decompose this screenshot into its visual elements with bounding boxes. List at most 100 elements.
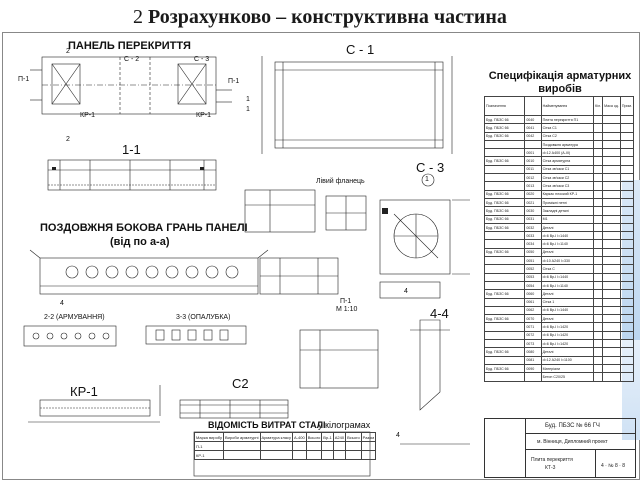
spec-cell (483, 164, 526, 175)
spec-cell: Деталі (540, 222, 595, 233)
spec-cell (593, 131, 604, 141)
spec-cell (619, 206, 635, 216)
spec-cell (593, 322, 604, 332)
spec-cell (593, 123, 604, 133)
spec-cell (593, 347, 604, 357)
mark: 1 (246, 106, 250, 113)
plan-note: Лівий фланець (316, 178, 365, 185)
spec-cell: Буд. ПБЗС 66 (483, 347, 526, 357)
bom-cell: КР-1 (193, 450, 225, 460)
spec-cell (602, 148, 621, 158)
spec-cell: Сітка арматурна (540, 156, 595, 166)
scale-label: М 1:10 (336, 306, 358, 313)
spec-cell (619, 181, 635, 191)
spec-cell: Буд. ПБЗС 66 (483, 214, 526, 224)
spec-cell (619, 247, 635, 258)
spec-cell (483, 305, 526, 316)
spec-row: Поздовжня арматура (483, 139, 635, 150)
spec-cell: Деталі (540, 289, 595, 299)
spec-cell (602, 123, 621, 133)
bom-cell (292, 450, 307, 460)
spec-cell (619, 139, 635, 150)
spec-cell: 0030 (524, 206, 542, 216)
spec-cell: 0001 (524, 148, 542, 158)
spec-cell: d=6 Вр-І l=1440 (540, 231, 595, 241)
spec-cell: 0013 (524, 181, 542, 191)
spec-cell: 0051 (524, 256, 542, 266)
mark: КР-1 (80, 112, 95, 119)
section-2-2-label: 2-2 (АРМУВАННЯ) (44, 314, 105, 321)
spec-cell (619, 363, 635, 374)
spec-cell (483, 322, 526, 332)
spec-cell (593, 164, 604, 175)
spec-cell (593, 355, 604, 365)
spec-cell (593, 247, 604, 258)
spec-cell: 0070 (524, 314, 542, 324)
spec-cell (619, 214, 635, 224)
bom-header-row: Марка виробу Вироби арматурні Арматура к… (193, 432, 377, 442)
spec-cell (483, 338, 526, 349)
bom-cell (292, 441, 307, 451)
bom-cell (259, 441, 294, 451)
spec-cell: Проміжні петлі (540, 197, 595, 208)
spec-cell (483, 372, 526, 382)
spec-cell (483, 330, 526, 341)
bom-header-cell: Всього (345, 432, 362, 442)
spec-cell (593, 280, 604, 291)
spec-cell (619, 272, 635, 282)
mark: С - 2 (124, 56, 140, 63)
spec-header-cell (524, 96, 542, 116)
bom-cell: П-1 (193, 441, 225, 451)
bom-header-cell: Всього (305, 432, 323, 442)
mark: 4 (396, 432, 400, 439)
spec-cell: 0054 (524, 280, 542, 291)
bom-cell (360, 450, 377, 460)
spec-cell (483, 181, 526, 191)
spec-cell (619, 131, 635, 141)
spec-cell: Сітка 1 (540, 297, 595, 307)
panel-plan-opening-left (51, 63, 81, 105)
spec-cell (593, 305, 604, 316)
kr1-label: КР-1 (70, 384, 98, 399)
bom-cell (332, 450, 347, 460)
stamp-org: м. Вінниця, Дипломний проект (537, 439, 608, 445)
spec-cell: Матеріали (540, 363, 595, 374)
spec-cell: 0062 (524, 305, 542, 316)
side-face-outline (39, 257, 259, 295)
spec-cell: Буд. ПБЗС 66 (483, 189, 526, 199)
spec-cell (602, 347, 621, 357)
spec-cell (593, 256, 604, 266)
spec-cell: Сітка зв'язки С2 (540, 173, 595, 183)
spec-cell (602, 173, 621, 183)
spec-cell (619, 372, 635, 382)
section-2-2-outline (23, 325, 117, 347)
spec-cell (593, 197, 604, 208)
spec-header-cell: Кіл. (593, 96, 604, 116)
spec-cell (602, 355, 621, 365)
spec-cell (619, 114, 635, 125)
bom-header-cell: Арматура класу (259, 432, 294, 442)
spec-cell: Сітка С (540, 264, 595, 274)
spec-cell: 0061 (524, 297, 542, 307)
spec-cell (602, 338, 621, 349)
spec-cell: d=12 А400 (А-ІІІ) (540, 148, 595, 158)
spec-cell: 0060 (524, 289, 542, 299)
spec-cell (619, 280, 635, 291)
spec-cell (602, 231, 621, 241)
spec-cell: 0042 (524, 131, 542, 141)
bom-cell (345, 441, 362, 451)
spec-cell: Поздовжня арматура (540, 139, 595, 150)
spec-cell (619, 123, 635, 133)
c2-label: С2 (232, 376, 249, 391)
spec-header-cell: Маса од. (602, 96, 621, 116)
spec-cell: Сітка зв'язки С3 (540, 181, 595, 191)
